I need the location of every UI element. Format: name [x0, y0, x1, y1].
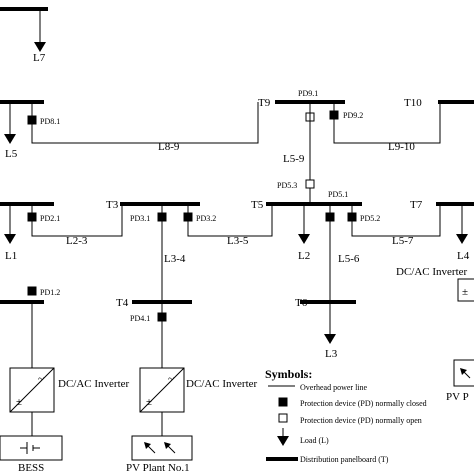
pv-plant-2-label: PV P	[446, 391, 469, 403]
line-l8-9-label: L8-9	[158, 141, 180, 153]
load-l5-label: L5	[5, 148, 18, 160]
load-l4-label: L4	[457, 250, 470, 262]
pd5-3-label: PD5.3	[277, 181, 297, 190]
load-l4-icon	[456, 234, 468, 244]
pd1-2-icon	[27, 286, 37, 296]
pd8-1-label: PD8.1	[40, 117, 60, 126]
load-l5-icon	[4, 134, 16, 144]
pd3-2-label: PD3.2	[196, 214, 216, 223]
line-l9-10-path	[333, 102, 441, 144]
load-l3-label: L3	[325, 348, 338, 360]
inverter-right-box	[457, 278, 474, 302]
legend-pd-closed: Protection device (PD) normally closed	[300, 399, 427, 408]
legend-load: Load (L)	[300, 436, 329, 445]
pd9-1-label: PD9.1	[298, 89, 318, 98]
legend-pd-closed-icon	[278, 397, 288, 407]
pd9-2-icon	[329, 110, 339, 120]
pv2-arrowhead	[460, 368, 467, 375]
pd5-2-label: PD5.2	[360, 214, 380, 223]
pd5-2-icon	[347, 212, 357, 222]
line-l3-4-label: L3-4	[164, 253, 186, 265]
pd9-2-label: PD9.2	[343, 111, 363, 120]
inverter-bess-dc-symbol: ±	[16, 396, 22, 408]
pd1-2-label: PD1.2	[40, 288, 60, 297]
legend-pd-open: Protection device (PD) normally open	[300, 416, 422, 425]
pd4-1-icon	[157, 312, 167, 322]
inverter-right-label: DC/AC Inverter	[396, 266, 468, 278]
load-l2-icon	[298, 234, 310, 244]
bess-label: BESS	[18, 462, 44, 474]
load-l7-icon	[34, 42, 46, 52]
pd3-2-icon	[183, 212, 193, 222]
pv-arrowhead-2	[164, 442, 171, 449]
inverter-bess-label: DC/AC Inverter	[58, 378, 130, 390]
line-l5-7-label: L5-7	[392, 235, 414, 247]
line-l2-3-label: L2-3	[66, 235, 88, 247]
load-l2-label: L2	[298, 250, 310, 262]
inverter-bess-diagonal	[9, 367, 55, 413]
load-l3-icon	[324, 334, 336, 344]
pd4-1-label: PD4.1	[130, 314, 150, 323]
inverter-pv1-label: DC/AC Inverter	[186, 378, 258, 390]
inverter-pv1-dc-symbol: ±	[146, 396, 152, 408]
pd3-1-label: PD3.1	[130, 214, 150, 223]
pd5-3-icon	[305, 179, 315, 189]
pd2-1-icon	[27, 212, 37, 222]
legend-pd-open-icon	[278, 413, 288, 423]
inverter-right-symbol: ±	[462, 286, 468, 298]
bus-t3-label: T3	[106, 199, 119, 211]
line-l3-5-label: L3-5	[227, 235, 249, 247]
pd3-1-icon	[157, 212, 167, 222]
bus-t5-label: T5	[251, 199, 264, 211]
pd2-1-label: PD2.1	[40, 214, 60, 223]
pd8-1-icon	[27, 115, 37, 125]
legend-title: Symbols:	[265, 367, 312, 381]
pd5-1-label: PD5.1	[328, 190, 348, 199]
load-l1-icon	[4, 234, 16, 244]
bess-box	[0, 435, 63, 461]
load-l1-label: L1	[5, 250, 17, 262]
legend-load-icon	[277, 436, 289, 446]
line-l9-10-label: L9-10	[388, 141, 415, 153]
legend-overhead-line: Overhead power line	[300, 383, 368, 392]
inverter-pv1-diagonal	[139, 367, 185, 413]
load-l7-label: L7	[33, 52, 46, 64]
line-l8-9-path	[31, 102, 259, 144]
pv-arrowhead-1	[144, 442, 151, 449]
legend-panelboard: Distribution panelboard (T)	[300, 455, 389, 464]
bus-t10-label: T10	[404, 97, 422, 109]
pd5-1-icon	[325, 212, 335, 222]
pv-plant-1-box	[131, 435, 193, 461]
inverter-bess-ac-symbol: ~	[38, 373, 44, 385]
pv-plant-1-label: PV Plant No.1	[126, 462, 190, 474]
inverter-pv1-ac-symbol: ~	[168, 373, 174, 385]
line-l5-9-label: L5-9	[283, 153, 305, 165]
bus-t9-label: T9	[258, 97, 271, 109]
bus-t4-label: T4	[116, 297, 129, 309]
bus-t7-label: T7	[410, 199, 423, 211]
line-l5-6-label: L5-6	[338, 253, 360, 265]
